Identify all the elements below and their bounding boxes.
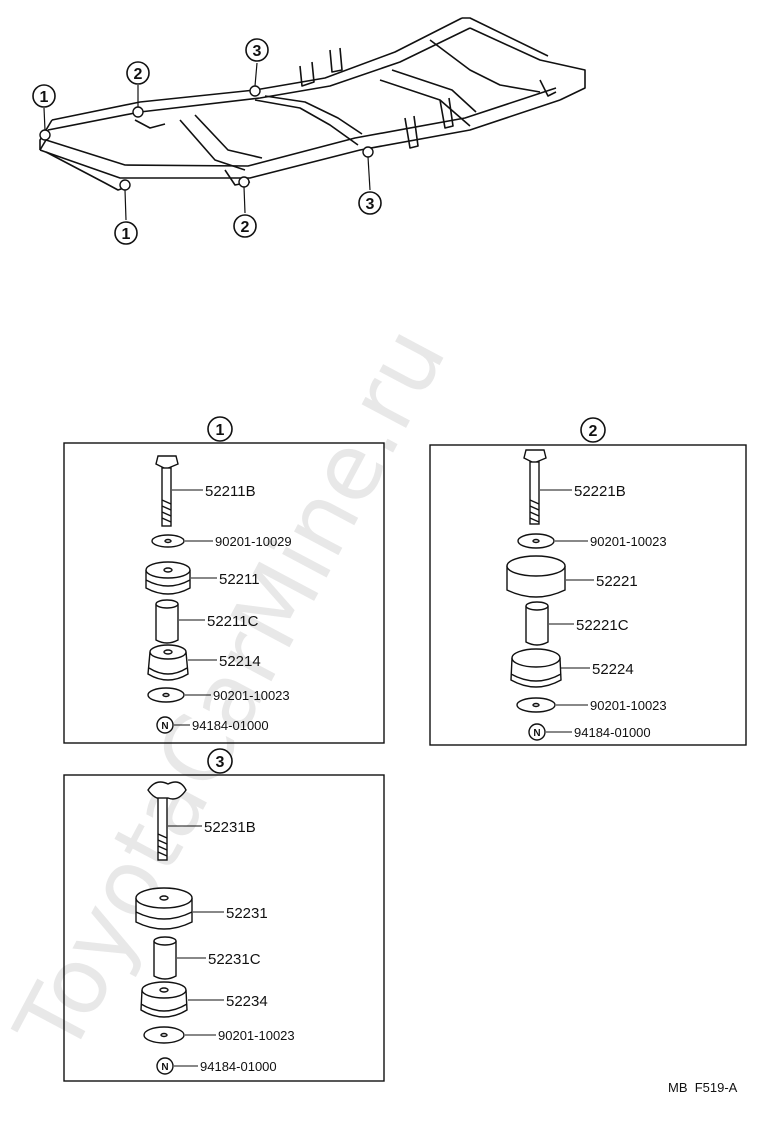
washer-icon <box>516 697 556 713</box>
bolt-icon <box>155 455 179 527</box>
part-number-upper-cushion: 52221 <box>596 573 638 590</box>
part-number-collar: 52221C <box>576 617 629 634</box>
part-number-nut: 94184-01000 <box>200 1059 277 1074</box>
part-number-lower-cushion: 52214 <box>219 653 261 670</box>
cushion-icon <box>506 555 566 598</box>
part-number-upper-washer: 90201-10029 <box>215 534 292 549</box>
washer-icon <box>151 534 185 548</box>
part-number-nut: 94184-01000 <box>192 718 269 733</box>
part-number-upper-washer: 90201-10023 <box>590 534 667 549</box>
part-number-bolt: 52211B <box>205 483 256 500</box>
part-number-lower-cushion: 52234 <box>226 993 268 1010</box>
part-number-collar: 52231C <box>208 951 261 968</box>
panel-3-box <box>63 774 385 1082</box>
svg-text:1: 1 <box>216 422 225 439</box>
nut-icon: N <box>156 1057 174 1075</box>
nut-icon: N <box>528 723 546 741</box>
panel-1-box <box>63 442 385 744</box>
part-number-bolt: 52231B <box>204 819 256 836</box>
part-number-lower-washer: 90201-10023 <box>218 1028 295 1043</box>
svg-text:3: 3 <box>253 43 262 60</box>
frame-callout: 1 <box>114 221 138 245</box>
part-number-bolt: 52221B <box>574 483 626 500</box>
part-number-upper-cushion: 52211 <box>219 571 260 588</box>
cushion-icon <box>147 644 189 681</box>
panel-callout: 1 <box>207 416 233 442</box>
mount-point-mid-right <box>132 106 144 118</box>
part-number-collar: 52211C <box>207 613 259 630</box>
part-number-lower-washer: 90201-10023 <box>590 698 667 713</box>
svg-text:2: 2 <box>134 66 143 83</box>
cushion-icon <box>140 981 188 1018</box>
collar-icon <box>153 936 177 980</box>
panel-callout: 3 <box>207 748 233 774</box>
washer-icon <box>147 687 185 703</box>
frame-callout: 3 <box>358 191 382 215</box>
bolt-icon <box>523 449 547 525</box>
reference-code: MB F519-A <box>668 1080 738 1095</box>
panel-2-box <box>429 444 747 746</box>
cushion-icon <box>135 887 193 930</box>
svg-text:2: 2 <box>241 219 250 236</box>
cushion-icon <box>145 561 191 595</box>
svg-text:3: 3 <box>366 196 375 213</box>
svg-text:N: N <box>161 1062 168 1073</box>
svg-text:3: 3 <box>216 754 225 771</box>
part-number-lower-cushion: 52224 <box>592 661 634 678</box>
svg-text:1: 1 <box>122 226 131 243</box>
part-number-lower-washer: 90201-10023 <box>213 688 290 703</box>
svg-text:2: 2 <box>589 423 598 440</box>
mount-point-front-right <box>39 129 51 141</box>
frame-callout: 1 <box>32 84 56 108</box>
washer-icon <box>517 533 555 549</box>
panel-callout: 2 <box>580 417 606 443</box>
part-number-upper-cushion: 52231 <box>226 905 268 922</box>
washer-icon <box>143 1026 185 1044</box>
part-number-nut: 94184-01000 <box>574 725 651 740</box>
mount-point-rear-left <box>362 146 374 158</box>
svg-text:1: 1 <box>40 89 49 106</box>
mount-point-rear-right <box>249 85 261 97</box>
mount-point-mid-left <box>238 176 250 188</box>
mount-point-front-left <box>119 179 131 191</box>
frame-illustration <box>39 17 586 191</box>
frame-callout: 3 <box>245 38 269 62</box>
collar-icon <box>155 599 179 644</box>
frame-leaders <box>43 62 371 221</box>
cushion-icon <box>510 648 562 688</box>
svg-text:N: N <box>161 721 168 732</box>
frame-callout: 2 <box>233 214 257 238</box>
frame-callout: 2 <box>126 61 150 85</box>
svg-text:N: N <box>533 728 540 739</box>
nut-icon: N <box>156 716 174 734</box>
collar-icon <box>525 601 549 646</box>
bolt-icon <box>147 781 187 861</box>
